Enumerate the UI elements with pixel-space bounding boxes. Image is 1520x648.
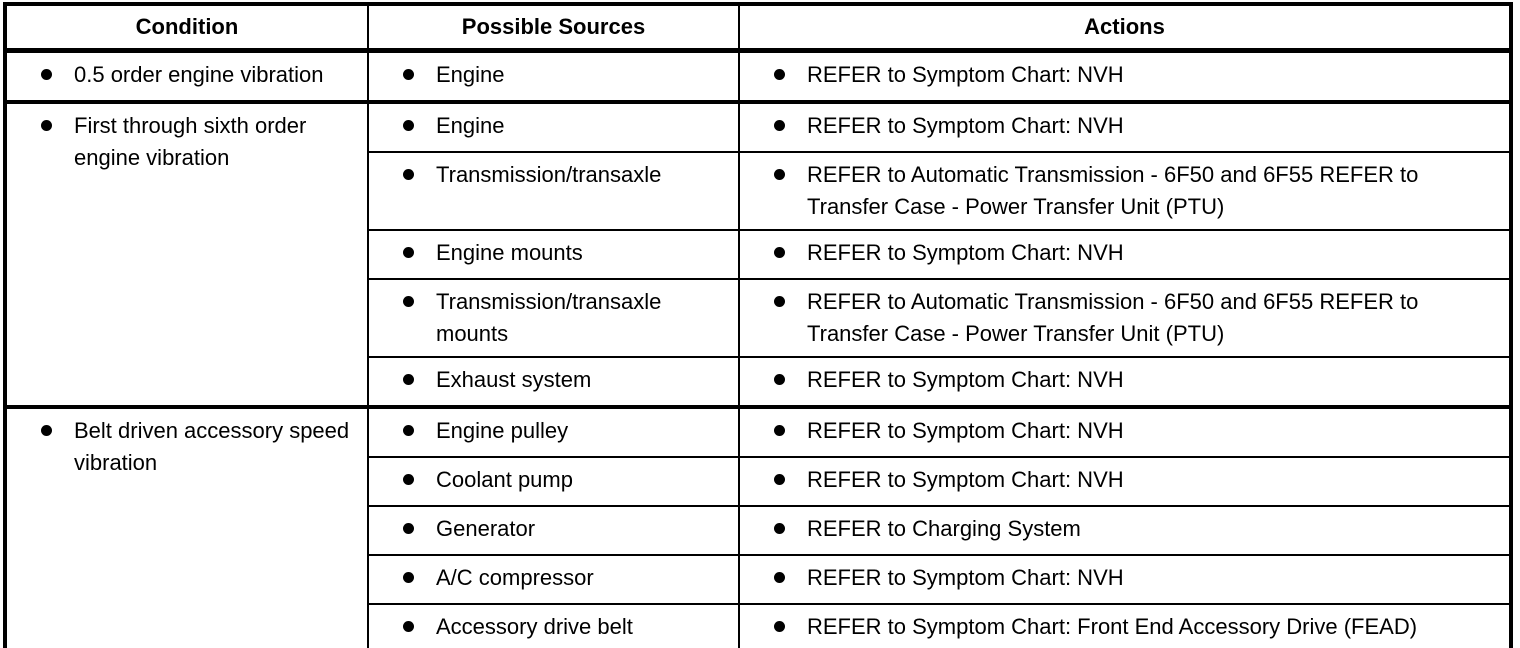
- bullet-icon: [403, 523, 414, 534]
- action-text: REFER to Symptom Chart: NVH: [807, 418, 1124, 443]
- header-row: Condition Possible Sources Actions: [4, 3, 1512, 53]
- action-text: REFER to Symptom Chart: Front End Access…: [807, 614, 1418, 639]
- table-row: Exhaust system REFER to Symptom Chart: N…: [5, 356, 1512, 408]
- table-row: Coolant pump REFER to Symptom Chart: NVH: [5, 456, 1512, 507]
- table-row: Engine mounts REFER to Symptom Chart: NV…: [5, 229, 1512, 280]
- source-text: Engine mounts: [436, 240, 583, 265]
- source-text: Accessory drive belt: [436, 614, 633, 639]
- source-cell: Coolant pump: [367, 456, 740, 507]
- bullet-icon: [774, 69, 785, 80]
- action-text: REFER to Symptom Chart: NVH: [807, 367, 1124, 392]
- source-cell: Engine: [367, 100, 740, 153]
- bullet-icon: [774, 374, 785, 385]
- source-cell: Engine: [367, 48, 740, 103]
- source-text: Transmission/transaxle mounts: [436, 289, 662, 346]
- table-row: A/C compressor REFER to Symptom Chart: N…: [5, 554, 1512, 605]
- column-header-condition: Condition: [4, 3, 369, 53]
- action-cell: REFER to Symptom Chart: NVH: [738, 229, 1512, 280]
- condition-text: First through sixth order engine vibrati…: [74, 113, 307, 170]
- nvh-symptom-table: Condition Possible Sources Actions 0.5 o…: [3, 2, 1513, 648]
- bullet-icon: [41, 69, 52, 80]
- action-cell: REFER to Automatic Transmission - 6F50 a…: [738, 278, 1512, 358]
- source-cell: Exhaust system: [367, 356, 740, 408]
- bullet-icon: [403, 69, 414, 80]
- table-row: First through sixth order engine vibrati…: [4, 100, 1512, 408]
- bullet-icon: [403, 572, 414, 583]
- bullet-icon: [403, 621, 414, 632]
- column-header-possible-sources: Possible Sources: [367, 3, 740, 53]
- bullet-icon: [403, 247, 414, 258]
- source-cell: A/C compressor: [367, 554, 740, 605]
- action-cell: REFER to Symptom Chart: NVH: [738, 48, 1512, 103]
- bullet-icon: [774, 621, 785, 632]
- condition-cell: First through sixth order engine vibrati…: [4, 100, 369, 408]
- action-cell: REFER to Symptom Chart: NVH: [738, 356, 1512, 408]
- action-cell: REFER to Symptom Chart: NVH: [738, 554, 1512, 605]
- source-text: Engine: [436, 113, 505, 138]
- source-cell: Transmission/transaxle: [367, 151, 740, 231]
- action-cell: REFER to Symptom Chart: Front End Access…: [738, 603, 1512, 648]
- table-row: Transmission/transaxle REFER to Automati…: [5, 151, 1512, 231]
- source-cell: Engine pulley: [367, 405, 740, 458]
- table-row: Generator REFER to Charging System: [5, 505, 1512, 556]
- action-text: REFER to Automatic Transmission - 6F50 a…: [807, 162, 1419, 219]
- source-cell: Engine mounts: [367, 229, 740, 280]
- action-text: REFER to Symptom Chart: NVH: [807, 467, 1124, 492]
- source-text: Engine pulley: [436, 418, 569, 443]
- action-cell: REFER to Symptom Chart: NVH: [738, 456, 1512, 507]
- bullet-icon: [774, 425, 785, 436]
- action-text: REFER to Automatic Transmission - 6F50 a…: [807, 289, 1419, 346]
- source-text: Coolant pump: [436, 467, 573, 492]
- bullet-icon: [403, 425, 414, 436]
- action-cell: REFER to Automatic Transmission - 6F50 a…: [738, 151, 1512, 231]
- bullet-icon: [774, 169, 785, 180]
- bullet-icon: [774, 523, 785, 534]
- action-text: REFER to Charging System: [807, 516, 1081, 541]
- table-row: Belt driven accessory speed vibration En…: [4, 405, 1512, 648]
- bullet-icon: [774, 247, 785, 258]
- source-cell: Generator: [367, 505, 740, 556]
- bullet-icon: [774, 572, 785, 583]
- bullet-icon: [403, 296, 414, 307]
- source-text: Exhaust system: [436, 367, 592, 392]
- condition-cell: Belt driven accessory speed vibration: [4, 405, 369, 648]
- table-row: 0.5 order engine vibration Engine REFER …: [4, 48, 1512, 103]
- condition-cell: 0.5 order engine vibration: [4, 48, 369, 103]
- action-text: REFER to Symptom Chart: NVH: [807, 113, 1124, 138]
- source-cell: Accessory drive belt: [367, 603, 740, 648]
- bullet-icon: [403, 169, 414, 180]
- column-header-actions: Actions: [738, 3, 1512, 53]
- action-cell: REFER to Symptom Chart: NVH: [738, 100, 1512, 153]
- bullet-icon: [774, 296, 785, 307]
- condition-text: 0.5 order engine vibration: [74, 62, 324, 87]
- table-row: Transmission/transaxle mounts REFER to A…: [5, 278, 1512, 358]
- action-cell: REFER to Symptom Chart: NVH: [738, 405, 1512, 458]
- source-text: Transmission/transaxle: [436, 162, 662, 187]
- source-text: Generator: [436, 516, 536, 541]
- action-cell: REFER to Charging System: [738, 505, 1512, 556]
- bullet-icon: [774, 474, 785, 485]
- bullet-icon: [41, 120, 52, 131]
- action-text: REFER to Symptom Chart: NVH: [807, 240, 1124, 265]
- source-text: Engine: [436, 62, 505, 87]
- bullet-icon: [403, 120, 414, 131]
- bullet-icon: [403, 474, 414, 485]
- action-text: REFER to Symptom Chart: NVH: [807, 62, 1124, 87]
- source-cell: Transmission/transaxle mounts: [367, 278, 740, 358]
- source-text: A/C compressor: [436, 565, 594, 590]
- bullet-icon: [403, 374, 414, 385]
- condition-text: Belt driven accessory speed vibration: [74, 418, 350, 475]
- action-text: REFER to Symptom Chart: NVH: [807, 565, 1124, 590]
- bullet-icon: [774, 120, 785, 131]
- bullet-icon: [41, 425, 52, 436]
- table-row: Accessory drive belt REFER to Symptom Ch…: [5, 603, 1512, 648]
